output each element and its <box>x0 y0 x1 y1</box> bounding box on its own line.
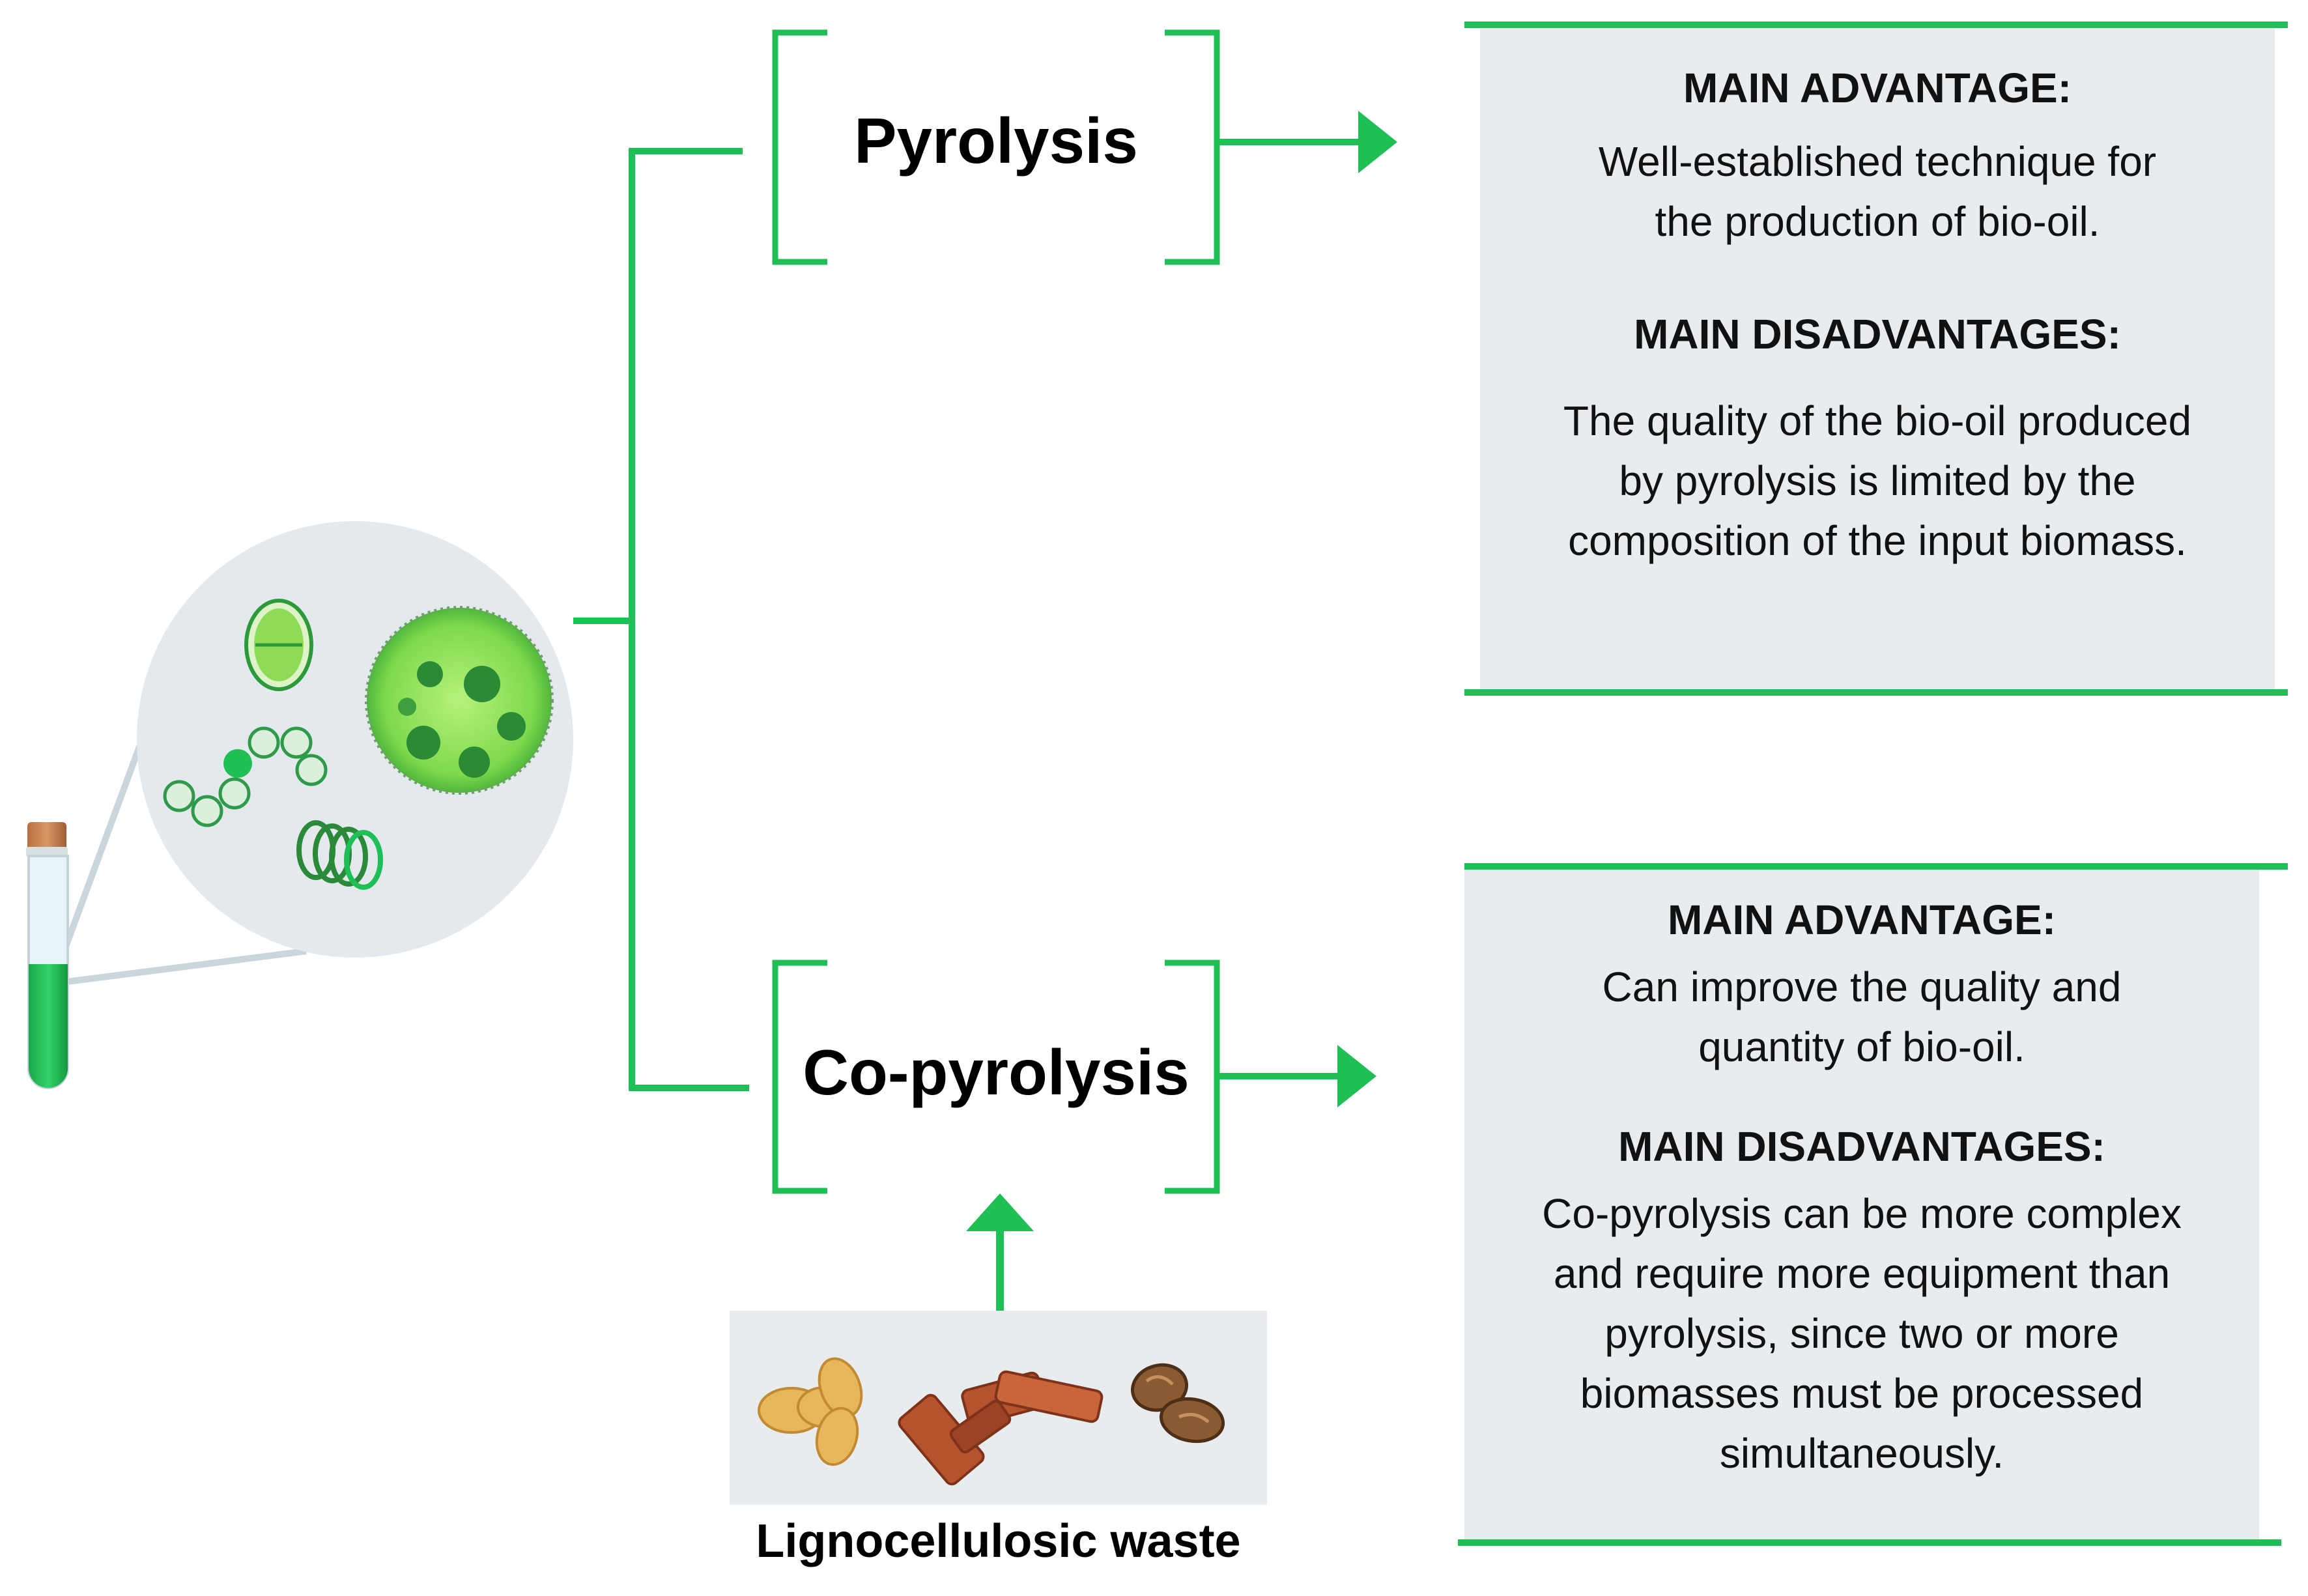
copyrolysis-bracket <box>772 960 1220 1194</box>
copyrolysis-label: Co-pyrolysis <box>803 1036 1190 1108</box>
pyrolysis-bracket <box>772 29 1220 265</box>
disadvantage-text: Co-pyrolysis can be more complex and req… <box>1542 1190 2182 1477</box>
branch-connector <box>573 148 749 1091</box>
lignocellulosic-waste-caption: Lignocellulosic waste <box>756 1515 1241 1567</box>
nut-icon <box>1130 1363 1225 1444</box>
advantage-text: Can improve the quality and quantity of … <box>1602 963 2122 1070</box>
pyrolysis-info-panel: MAIN ADVANTAGE: Well-established techniq… <box>1480 28 2275 689</box>
peanut-icon <box>758 1357 863 1466</box>
disadvantage-heading: MAIN DISADVANTAGES: <box>1634 311 2121 358</box>
panel-borders <box>1458 21 2288 1546</box>
advantage-text: Well-established technique for the produ… <box>1598 138 2157 245</box>
advantage-heading: MAIN ADVANTAGE: <box>1683 64 2072 111</box>
pyrolysis-arrow <box>1219 111 1397 173</box>
waste-up-arrow <box>966 1193 1034 1311</box>
test-tube-icon <box>26 822 69 1089</box>
microalgae-cells-icon <box>137 521 573 958</box>
disadvantage-text: The quality of the bio-oil produced by p… <box>1563 397 2192 564</box>
disadvantage-heading: MAIN DISADVANTAGES: <box>1618 1123 2105 1170</box>
copyrolysis-arrow <box>1219 1045 1376 1107</box>
pyrolysis-label: Pyrolysis <box>854 105 1138 177</box>
copyrolysis-info-panel: MAIN ADVANTAGE: Can improve the quality … <box>1464 870 2259 1539</box>
wood-pieces-icon <box>898 1370 1104 1486</box>
advantage-heading: MAIN ADVANTAGE: <box>1667 896 2057 943</box>
